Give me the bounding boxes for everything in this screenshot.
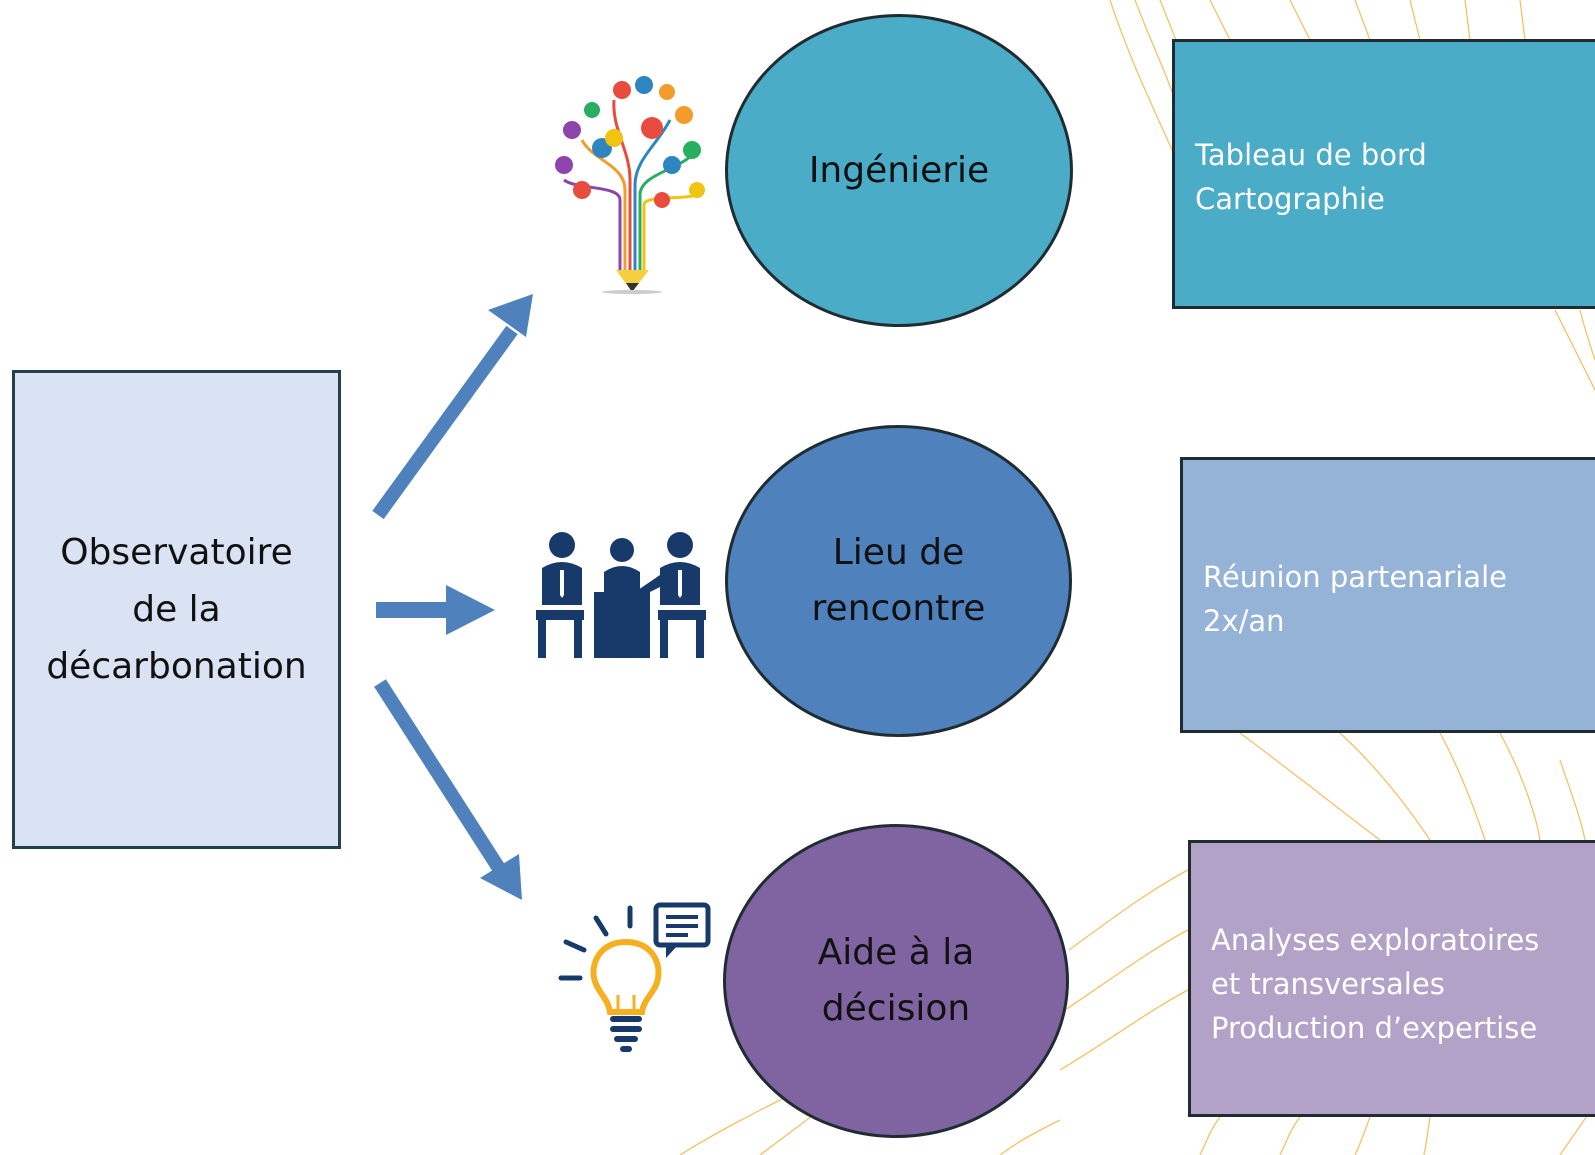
circle-label-aide-decision: Aide à la décision: [817, 932, 975, 1029]
box-decision-details: Analyses exploratoires et transversales …: [1188, 840, 1595, 1117]
idea-tree-pencil-icon: [555, 76, 705, 294]
source-label: Observatoire de la décarbonation: [46, 532, 307, 687]
arrow-to-ingenierie: [372, 294, 533, 520]
box-text-rencontre: Réunion partenariale 2x/an: [1203, 560, 1507, 638]
circle-ingenierie: Ingénierie: [725, 14, 1073, 327]
circle-label-lieu-de-rencontre: Lieu de rencontre: [811, 532, 986, 629]
circle-label-ingenierie: Ingénierie: [808, 149, 990, 191]
circle-aide-decision: Aide à la décision: [723, 824, 1069, 1138]
arrow-to-lieu-de-rencontre: [376, 585, 495, 635]
box-rencontre-details: Réunion partenariale 2x/an: [1180, 457, 1595, 733]
circle-lieu-de-rencontre: Lieu de rencontre: [725, 425, 1072, 737]
meeting-people-icon: [536, 532, 706, 658]
box-text-decision: Analyses exploratoires et transversales …: [1211, 923, 1540, 1045]
source-box-observatoire: Observatoire de la décarbonation: [12, 370, 341, 849]
box-text-ingenierie: Tableau de bord Cartographie: [1195, 138, 1427, 216]
arrow-to-aide-decision: [374, 679, 522, 900]
lightbulb-chat-icon: [558, 902, 711, 1052]
box-ingenierie-details: Tableau de bord Cartographie: [1172, 39, 1595, 309]
